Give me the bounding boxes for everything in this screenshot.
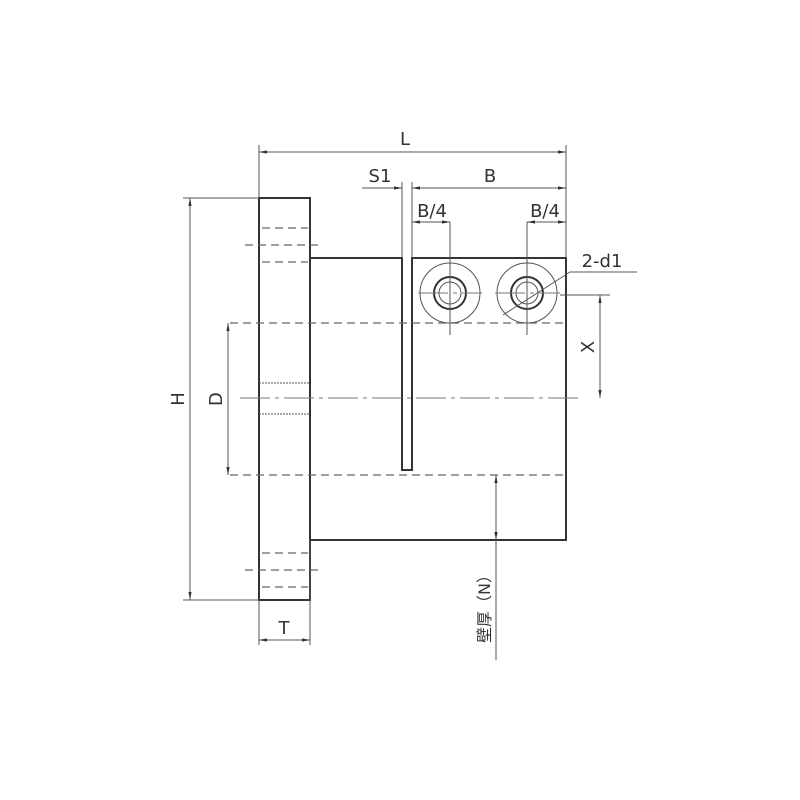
bolt-hole-right <box>495 222 560 335</box>
dim-label-D: D <box>206 392 227 406</box>
body <box>230 257 580 541</box>
dimension-lines <box>183 145 637 660</box>
dim-label-B: B <box>484 166 496 187</box>
dim-label-S1: S1 <box>369 166 392 187</box>
dim-label-B4-right: B/4 <box>530 201 560 222</box>
dim-label-T: T <box>278 618 291 639</box>
bolt-hole-left <box>418 222 482 335</box>
dim-label-H: H <box>168 392 189 406</box>
dim-label-d1: 2-d1 <box>582 251 623 272</box>
dim-label-wall-thickness-N: 壁厚（N） <box>475 567 494 643</box>
flange <box>245 197 320 601</box>
dim-label-B4-left: B/4 <box>417 201 447 222</box>
dim-label-L: L <box>400 129 410 150</box>
dim-label-X: X <box>578 341 599 353</box>
